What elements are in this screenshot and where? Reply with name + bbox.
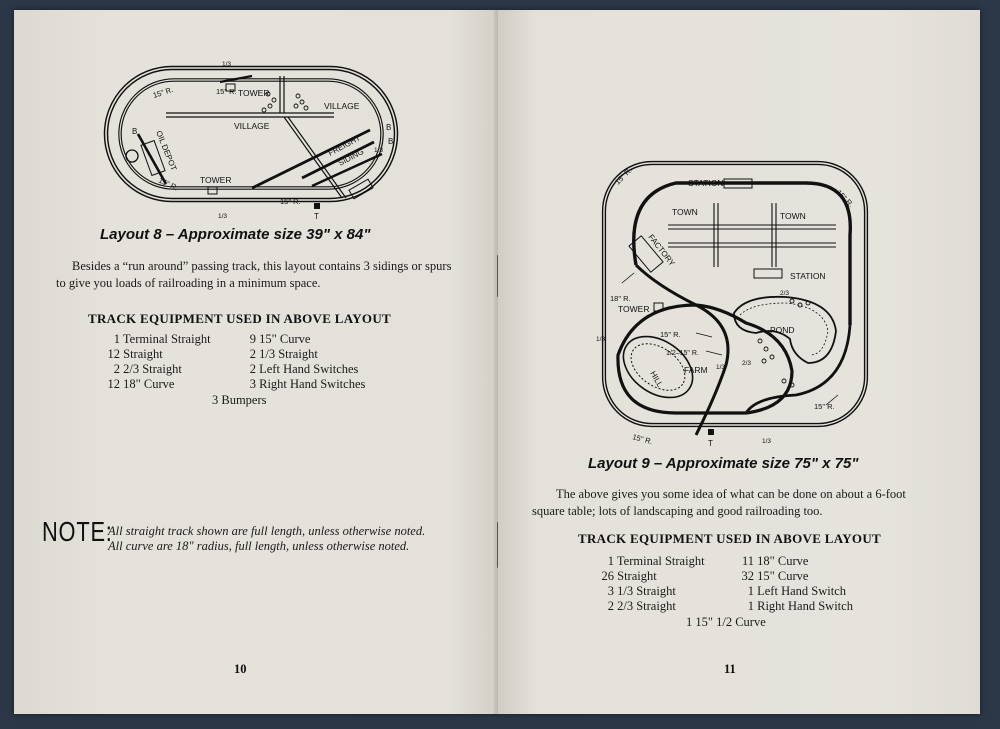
diagram-label: STATION — [790, 271, 826, 281]
diagram-label: B — [132, 127, 137, 136]
station-mid-box — [753, 268, 783, 279]
layout-8-diagram: TOWER VILLAGE VILLAGE OIL DEPOT TOWER FR… — [103, 61, 399, 220]
crossing-track — [634, 263, 730, 436]
equipment-row: 1 Left Hand Switch — [747, 584, 846, 598]
equipment-row: 2 2/3 Straight — [607, 599, 676, 613]
diagram-label: 1/2–15" R. — [666, 350, 699, 357]
diagram-label: B — [388, 137, 393, 146]
diagram-label: 15" R. — [631, 432, 653, 446]
diagram-label: POND — [770, 325, 795, 335]
terminal-marker — [314, 203, 320, 209]
diagram-label: HILL — [648, 370, 665, 390]
diagram-label: 1/3 — [218, 213, 227, 220]
note-text: All straight track shown are full length… — [108, 524, 425, 554]
layout-8-description: Besides a “run around” passing track, th… — [56, 259, 452, 290]
terminal-marker — [708, 429, 714, 435]
diagram-label: 15" R. — [152, 85, 174, 100]
equipment-row: 9 15" Curve — [249, 332, 311, 346]
left-page: TOWER VILLAGE VILLAGE OIL DEPOT TOWER FR… — [14, 10, 498, 714]
note-label: NOTE: — [42, 516, 113, 547]
equipment-row: 26 Straight — [601, 569, 657, 583]
oil-tank — [125, 149, 139, 163]
layout-8-equipment-col2: 9 15" Curve 2 1/3 Straight 2 Left Hand S… — [242, 332, 402, 392]
diagram-label: 1/3 — [716, 364, 725, 371]
tower-box — [653, 302, 664, 312]
diagram-label: STATION — [688, 178, 724, 188]
diagram-label: T — [314, 212, 319, 220]
layout-8-caption: Layout 8 – Approximate size 39" x 84" — [100, 226, 371, 243]
diagram-label: 1/3 — [762, 438, 771, 445]
equipment-row: 2 1/3 Straight — [249, 347, 318, 361]
diagram-label: TOWN — [672, 207, 698, 217]
layout-8-equipment-col1: 1 Terminal Straight 12 Straight 2 2/3 St… — [98, 332, 238, 392]
diagram-label: 15" R. — [216, 87, 237, 96]
diagram-label: TOWN — [780, 211, 806, 221]
farm-loop-track — [616, 303, 794, 415]
inner-upper-track — [632, 181, 852, 325]
equipment-row: 2 2/3 Straight — [113, 362, 182, 376]
layout-9-caption: Layout 9 – Approximate size 75" x 75" — [588, 455, 859, 472]
diagram-label: T — [708, 439, 713, 447]
equipment-row: 12 18" Curve — [107, 377, 175, 391]
equipment-row: 2 Left Hand Switches — [249, 362, 359, 376]
equipment-row: 1 Terminal Straight — [607, 554, 705, 568]
note-line: All straight track shown are full length… — [108, 524, 426, 538]
pond-shape — [733, 295, 837, 364]
freight-siding-track — [251, 128, 371, 190]
page-number: 11 — [724, 662, 736, 676]
diagram-label: 2/3 — [780, 290, 789, 297]
oil-depot-spur — [136, 133, 168, 185]
layout-9-diagram: STATION TOWN TOWN FACTORY STATION 18" R.… — [596, 160, 869, 447]
layout-8-equipment-extra: 3 Bumpers — [212, 393, 267, 407]
equipment-row: 1 Right Hand Switch — [747, 599, 853, 613]
layout-9-equipment-extra: 1 15" 1/2 Curve — [686, 615, 766, 629]
diagram-label: 1/3 — [222, 61, 231, 68]
layout-9-equipment-col1: 1 Terminal Straight 26 Straight 3 1/3 St… — [596, 554, 736, 614]
equipment-row: 1 Terminal Straight — [113, 332, 211, 346]
diagram-label: 15" R. — [157, 176, 179, 193]
diagram-label: VILLAGE — [234, 121, 270, 131]
diagram-label: 15" R. — [280, 197, 301, 206]
diagram-label: TOWER — [618, 304, 649, 314]
diagram-label: TOWER — [200, 175, 231, 185]
diagram-label: B — [386, 123, 391, 132]
hill-shape — [622, 335, 694, 399]
diagram-label: 1/3 — [374, 147, 383, 154]
diagram-label: 18" R. — [610, 294, 631, 303]
page-number: 10 — [234, 662, 247, 676]
diagram-label: 2/3 — [742, 360, 751, 367]
layout-8-equipment-heading: TRACK EQUIPMENT USED IN ABOVE LAYOUT — [88, 311, 391, 326]
layout-9-equipment-col2: 11 18" Curve 32 15" Curve 1 Left Hand Sw… — [738, 554, 898, 614]
equipment-row: 32 15" Curve — [741, 569, 809, 583]
diagram-label: 15" R. — [660, 330, 681, 339]
diagram-label: TOWER — [238, 88, 269, 98]
equipment-row: 11 18" Curve — [741, 554, 809, 568]
right-page: STATION TOWN TOWN FACTORY STATION 18" R.… — [498, 10, 980, 714]
tower-top-box — [225, 83, 236, 92]
note-line: All curve are 18" radius, full length, u… — [108, 539, 410, 553]
diagram-label: 1/3 — [596, 336, 605, 343]
diagram-label: FARM — [684, 365, 708, 375]
siding-building — [348, 178, 374, 200]
factory-box — [628, 235, 664, 273]
tower-bottom-box — [207, 186, 218, 195]
equipment-row: 12 Straight — [107, 347, 163, 361]
diagram-label: VILLAGE — [324, 101, 360, 111]
layout-9-description: The above gives you some idea of what ca… — [532, 487, 906, 518]
equipment-row: 3 Right Hand Switches — [249, 377, 366, 391]
station-top-box — [723, 178, 753, 189]
diagram-label: 15" R. — [814, 402, 835, 411]
equipment-row: 3 1/3 Straight — [607, 584, 676, 598]
layout-9-equipment-heading: TRACK EQUIPMENT USED IN ABOVE LAYOUT — [578, 531, 881, 546]
